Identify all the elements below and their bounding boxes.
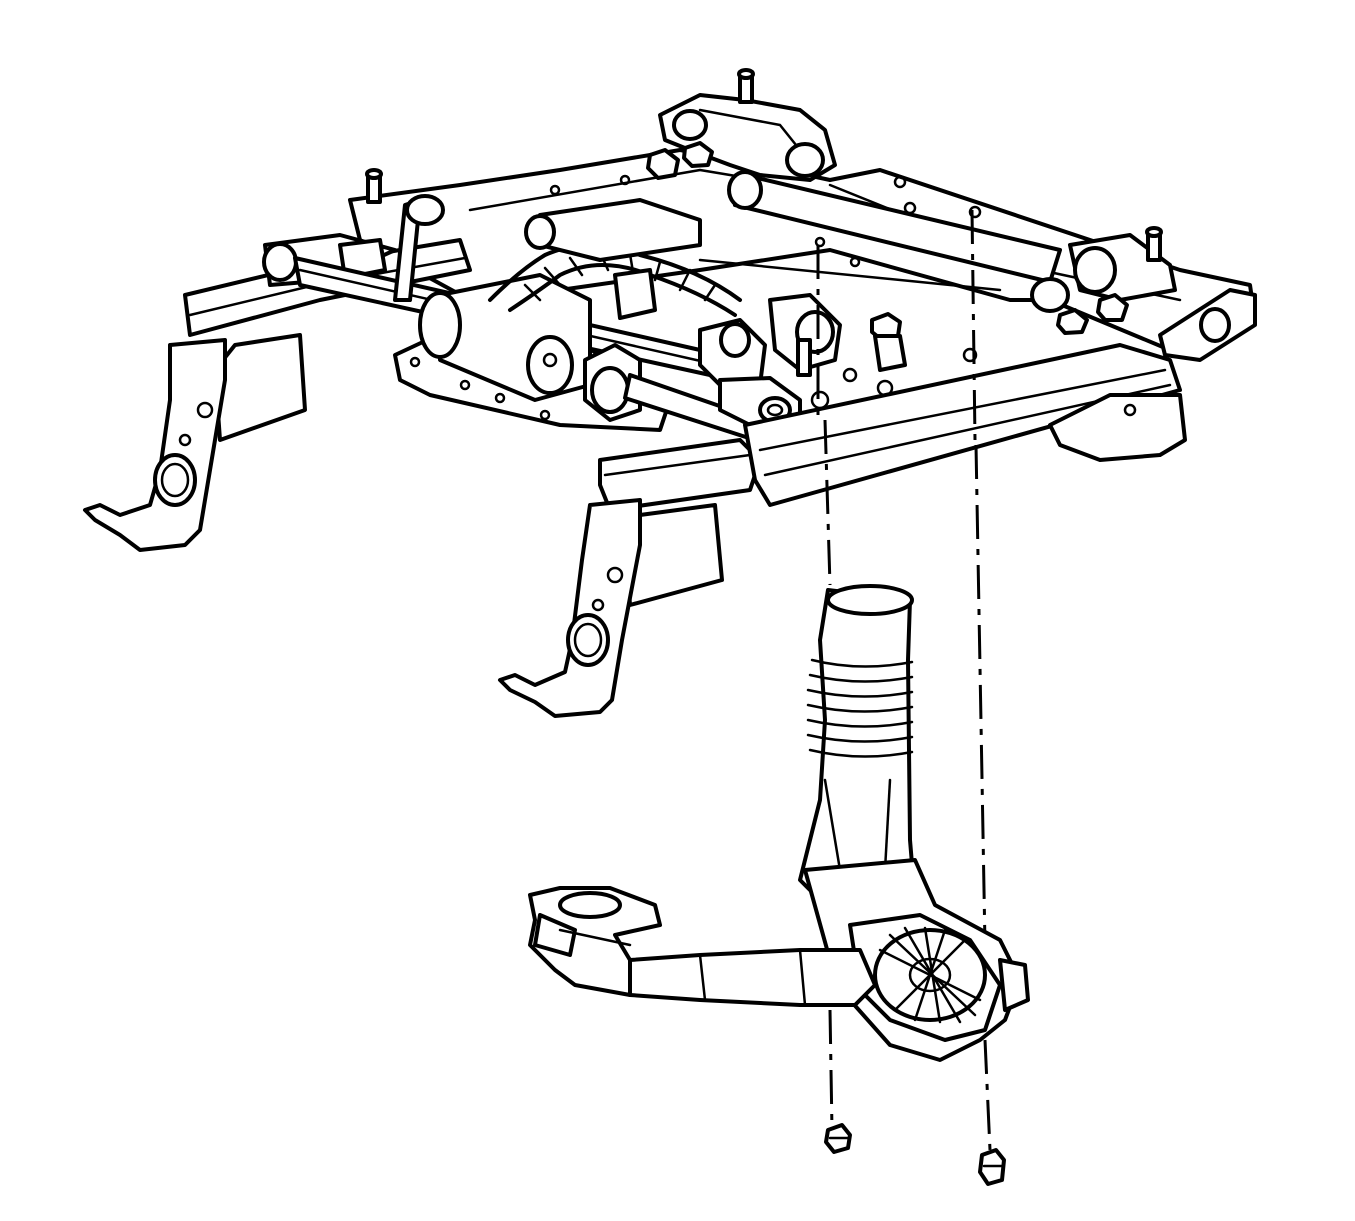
rear-support-post [393, 194, 445, 302]
left-rear-stud [365, 168, 383, 204]
alignment-guide-lines [816, 209, 992, 1151]
right-end-tube [1158, 288, 1257, 362]
wiring-harness [488, 198, 842, 372]
outer-seat-track [498, 438, 762, 718]
rear-top-bracket [646, 68, 837, 182]
frame-bolt [870, 312, 907, 372]
adjuster-motor [393, 273, 762, 442]
lap-belt-guide-bar [743, 343, 1187, 507]
right-rear-bracket [1030, 226, 1177, 335]
buckle-bolt-front [824, 1123, 852, 1154]
seat-belt-buckle-assembly [528, 584, 1030, 1062]
buckle-bolt-rear [978, 1148, 1006, 1186]
